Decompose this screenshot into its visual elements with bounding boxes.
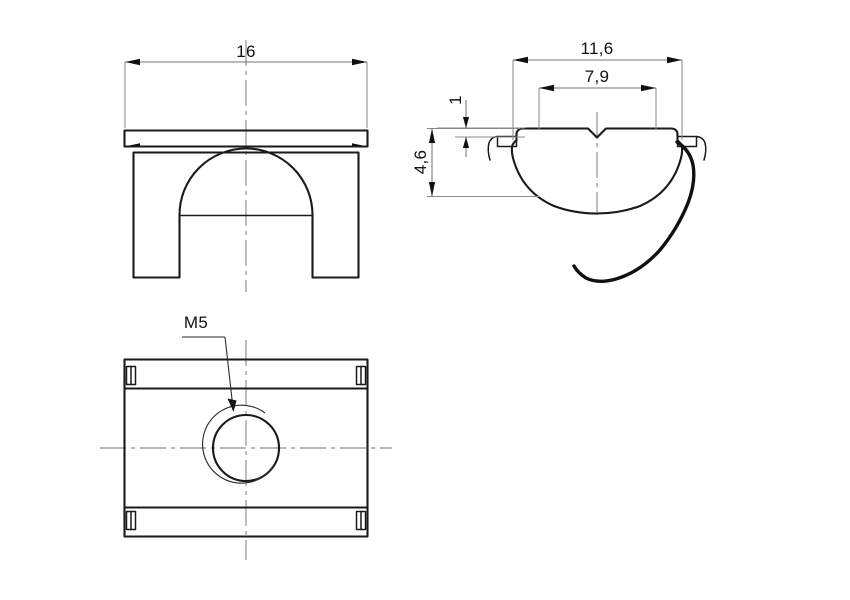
front-view-body-outline: [132, 147, 360, 279]
dim-16-arrow-right: [352, 58, 367, 66]
thread-outer-arc: [201, 404, 274, 484]
dim-46-arrow-bottom: [428, 182, 436, 197]
thread-inner-circle: [211, 413, 281, 483]
side-view-lip-right-curve: [695, 135, 707, 161]
dim-16-arrow-left: [125, 58, 140, 66]
front-view-top-flange: [123, 129, 369, 148]
dim-46-arrow-top: [428, 128, 436, 143]
dim-116-text: 11,6: [580, 39, 613, 58]
dim-1-arrow-top: [462, 117, 470, 128]
dimension-width-overall: 16: [124, 42, 368, 128]
bottom-view-outer-rectangle: [123, 358, 369, 538]
dim-16-text: 16: [236, 42, 256, 61]
bottom-view-corner-notches: [125, 365, 367, 531]
side-view-lip-left-curve: [487, 135, 499, 161]
dimension-side-overall-width: 11,6: [512, 39, 683, 140]
front-view-flange-arrow-left: [127, 143, 140, 146]
dim-116-arrow-left: [513, 56, 528, 64]
dim-1-arrow-bottom: [462, 137, 470, 148]
front-view: 16: [123, 40, 369, 292]
front-view-flange-arrow-right: [352, 143, 365, 146]
thread-callout: M5: [182, 313, 237, 412]
dimension-side-inner-width: 7,9: [538, 67, 657, 130]
side-view-spring-tail: [572, 140, 696, 283]
dim-46-text: 4,6: [411, 150, 430, 175]
dimension-side-height: 4,6: [411, 127, 540, 198]
dim-79-arrow-left: [539, 84, 554, 92]
dim-1-text: 1: [446, 95, 465, 105]
m5-leader-diagonal: [224, 336, 234, 409]
side-view-profile-outline: [510, 127, 684, 215]
m5-label-text: M5: [184, 313, 208, 332]
m5-leader-arrow: [227, 398, 237, 412]
side-view: 11,6 7,9 1: [411, 39, 707, 283]
dim-116-arrow-right: [667, 56, 682, 64]
dim-79-text: 7,9: [585, 67, 610, 86]
dim-79-arrow-right: [641, 84, 656, 92]
bottom-view: M5: [100, 313, 392, 560]
